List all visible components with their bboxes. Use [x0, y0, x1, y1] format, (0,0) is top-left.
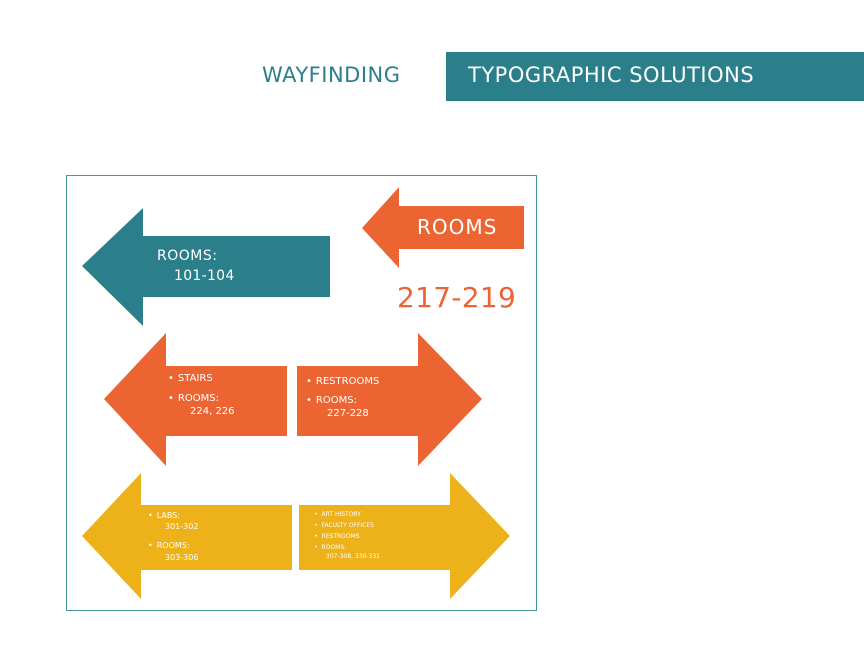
gold-left-arrow	[82, 473, 292, 599]
gold-right-item2-text: FACULTY OFFICES	[321, 522, 374, 529]
gold-right-item1: ART HISTORY	[314, 512, 361, 518]
orange-left-item2-sub: 224, 226	[190, 406, 235, 417]
rooms-sign-label: ROOMS	[417, 215, 498, 239]
gold-left-item2-sub: 303-306	[165, 553, 199, 562]
gold-left-item1: LABS:	[148, 512, 180, 520]
gold-right-item4: ROOMS:	[314, 544, 347, 551]
sign-panel	[66, 175, 537, 611]
orange-rooms-arrow	[362, 187, 524, 268]
gold-right-arrow	[299, 473, 510, 599]
topic-title: TYPOGRAPHIC SOLUTIONS	[468, 63, 755, 87]
orange-left-item2: ROOMS:	[168, 394, 219, 404]
orange-right-item1-text: RESTROOMS	[315, 376, 380, 387]
gold-right-item2: FACULTY OFFICES	[314, 523, 374, 529]
gold-right-item4-text: ROOMS:	[321, 544, 347, 551]
gold-left-item2-text: ROOMS:	[156, 541, 190, 550]
orange-left-item1: STAIRS	[168, 374, 213, 384]
gold-left-item1-text: LABS:	[156, 511, 180, 520]
gold-left-item1-sub: 301-302	[165, 522, 199, 531]
orange-left-item1-text: STAIRS	[177, 373, 213, 384]
orange-right-item2-sub: 227-228	[327, 408, 369, 419]
teal-sign-line2: 101-104	[174, 268, 235, 284]
section-title: WAYFINDING	[262, 63, 401, 87]
gold-right-item1-text: ART HISTORY	[321, 511, 361, 518]
orange-right-item2: ROOMS:	[306, 396, 357, 406]
gold-left-item2: ROOMS:	[148, 542, 190, 550]
gold-right-item4-sub: 307-308, 330-331	[326, 553, 380, 560]
teal-sign-line1: ROOMS:	[157, 248, 218, 264]
teal-left-arrow	[82, 208, 330, 326]
orange-right-item1: RESTROOMS	[306, 377, 379, 387]
rooms-sign-number: 217-219	[397, 281, 517, 314]
orange-left-item2-text: ROOMS:	[177, 393, 219, 404]
gold-right-item3-text: RESTROOMS	[321, 533, 360, 540]
topic-banner	[446, 52, 864, 101]
orange-right-arrow	[297, 333, 482, 466]
orange-right-item2-text: ROOMS:	[315, 395, 357, 406]
gold-right-item3: RESTROOMS	[314, 534, 360, 540]
